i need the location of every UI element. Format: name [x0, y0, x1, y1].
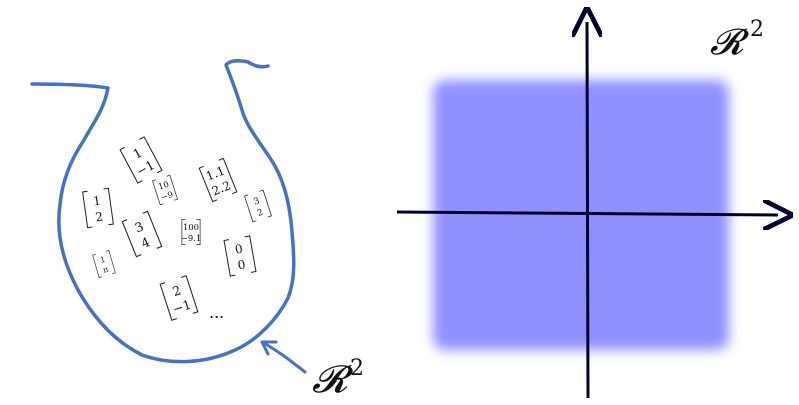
left-bracket: [223, 239, 236, 277]
left-bracket: [181, 219, 186, 245]
vector-top-entry: 1.1: [204, 163, 227, 183]
vector-top-entry: 3: [252, 196, 261, 207]
vector-bottom-entry: −9.1: [181, 233, 201, 243]
column-vector: 1π: [92, 250, 116, 278]
left-bracket: [244, 194, 257, 223]
plane-label-exponent: 2: [750, 17, 764, 42]
right-bracket: [142, 210, 163, 249]
vector-top-entry: 2: [171, 282, 183, 299]
bag-outline: [30, 59, 296, 364]
right-bracket: [196, 219, 201, 245]
left-bracket: [92, 253, 103, 278]
column-vector: 10−9: [152, 174, 178, 206]
vector-top-entry: 3: [133, 218, 146, 235]
right-bracket: [103, 187, 114, 226]
left-bracket: [121, 219, 142, 258]
left-bracket: [82, 190, 93, 229]
left-bracket: [159, 282, 178, 321]
vector-bottom-entry: π: [102, 265, 109, 275]
vector-bottom-entry: −9: [159, 189, 174, 202]
right-bracket: [139, 136, 163, 174]
y-axis: [587, 22, 588, 399]
set-label-exponent: 2: [350, 356, 364, 381]
pointer-arrow: [260, 340, 307, 374]
right-bracket: [244, 235, 257, 273]
vector-top-entry: 0: [234, 242, 244, 257]
vector-top-entry: 1: [99, 255, 106, 265]
plane-region: [433, 80, 729, 350]
vector-bottom-entry: 0: [237, 257, 247, 272]
ellipsis: ...: [209, 303, 224, 322]
vector-bottom-entry: 2: [256, 208, 265, 219]
vector-bottom-entry: 2: [94, 209, 104, 224]
column-vector: 100−9.1: [181, 219, 201, 245]
left-bracket: [198, 165, 218, 203]
column-vector: 2−1: [159, 275, 199, 321]
column-vector: 32: [244, 189, 272, 223]
column-vector: 1.12.2: [198, 157, 238, 203]
right-bracket: [105, 250, 116, 275]
right-panel: 𝓡 2: [396, 17, 778, 399]
vector-top-entry: 1: [130, 145, 144, 162]
left-bracket: [119, 146, 143, 184]
column-vector: 12: [82, 187, 114, 229]
column-vector: 00: [223, 235, 257, 277]
column-vector: 1−1: [119, 136, 163, 184]
set-label: 𝓡: [312, 357, 354, 401]
vector-bottom-entry: 4: [139, 234, 152, 251]
right-bracket: [259, 189, 272, 218]
right-bracket: [166, 174, 178, 201]
right-bracket: [180, 275, 199, 314]
vector-bottom-entry: −1: [171, 297, 193, 317]
vector-top-entry: 10: [157, 179, 170, 192]
vector-top-entry: 1: [92, 194, 102, 209]
plane-label: 𝓡: [710, 22, 750, 63]
right-bracket: [218, 157, 238, 195]
left-bracket: [152, 179, 164, 206]
vector-top-entry: 100: [183, 222, 199, 232]
pointer-arrowhead: [260, 340, 278, 356]
column-vector: 34: [121, 210, 163, 258]
vector-bottom-entry: 2.2: [210, 178, 233, 198]
